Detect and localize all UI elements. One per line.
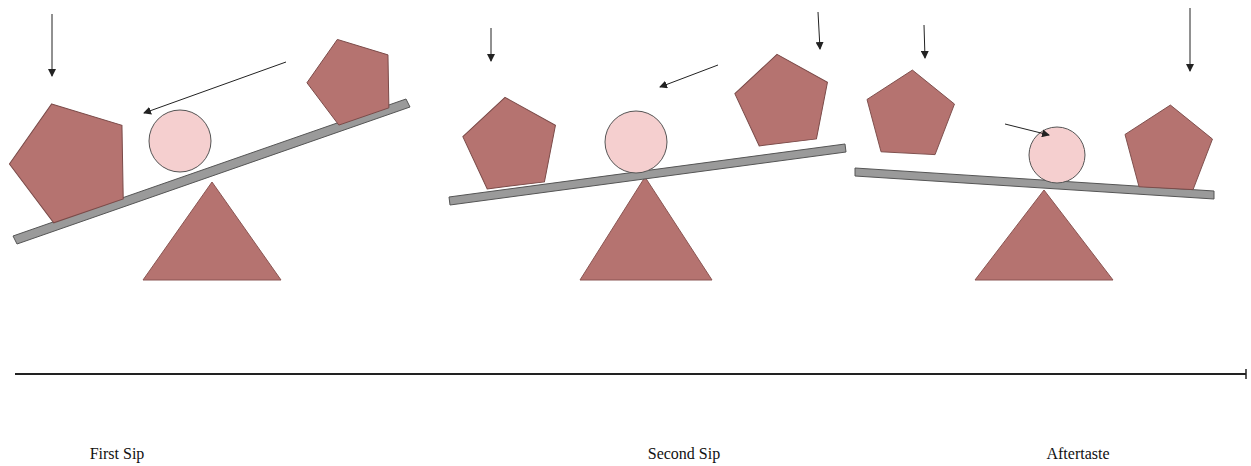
- seesaw-first: [0, 14, 410, 280]
- seesaw-second: [449, 12, 846, 280]
- timeline: [15, 369, 1246, 379]
- stage-label: Second Sip: [648, 445, 720, 463]
- seesaw-aftertaste: [855, 8, 1214, 280]
- stage-label: Aftertaste: [1046, 445, 1109, 463]
- stage-label: First Sip: [90, 445, 145, 463]
